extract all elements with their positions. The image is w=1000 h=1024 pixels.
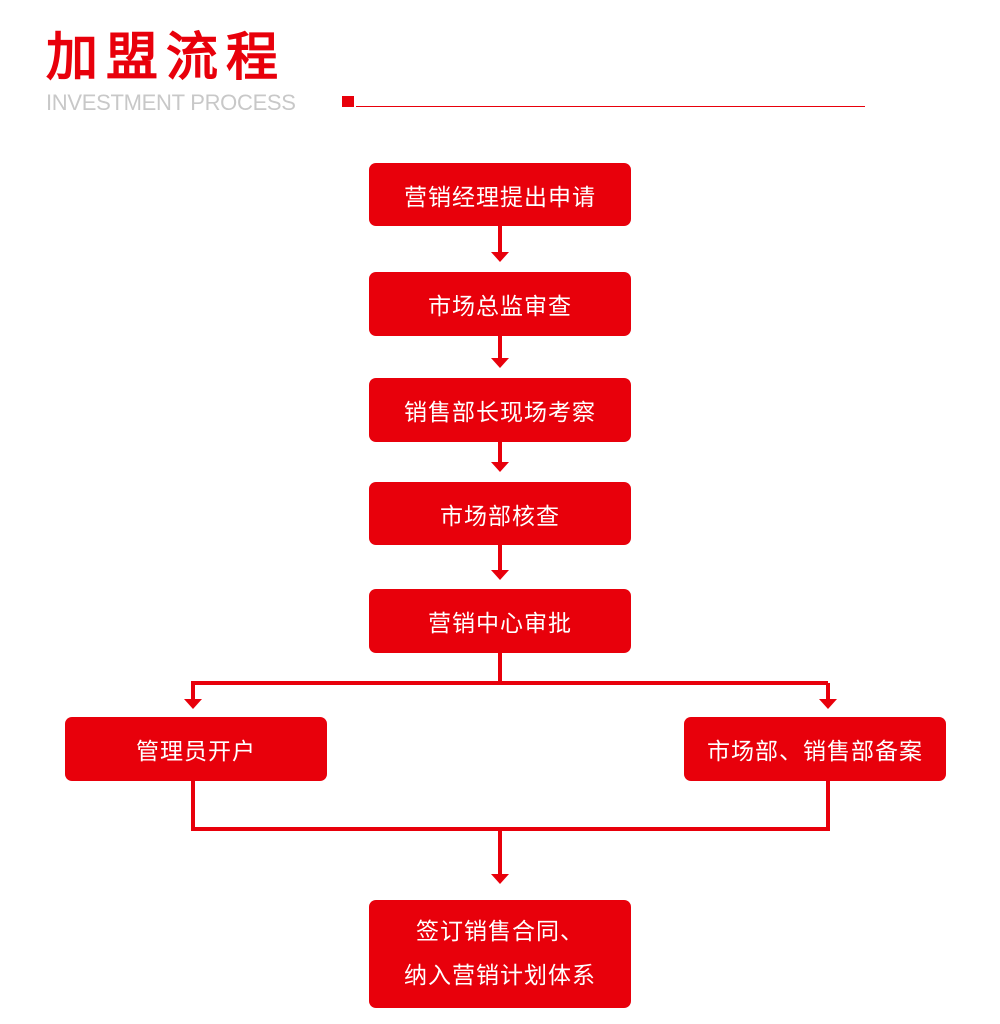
flow-node-step4: 市场部核查 xyxy=(369,482,631,545)
title-divider-line xyxy=(356,106,865,107)
flow-node-step3: 销售部长现场考察 xyxy=(369,378,631,442)
arrowhead-left xyxy=(184,699,202,709)
arrowhead-2 xyxy=(491,358,509,368)
arrowhead-3 xyxy=(491,462,509,472)
flow-node-final: 签订销售合同、 纳入营销计划体系 xyxy=(369,900,631,1008)
title-accent-square xyxy=(342,96,354,107)
arrowhead-right xyxy=(819,699,837,709)
connector-split xyxy=(191,653,502,700)
connector-merge xyxy=(191,781,830,831)
flow-node-final-line2: 纳入营销计划体系 xyxy=(404,963,596,989)
page-title: 加盟流程 xyxy=(46,28,287,88)
flow-node-final-line1: 签订销售合同、 xyxy=(416,919,584,945)
page-subtitle: INVESTMENT PROCESS xyxy=(46,90,296,115)
arrowhead-4 xyxy=(491,570,509,580)
flow-node-branch-left: 管理员开户 xyxy=(65,717,327,781)
flow-node-step5: 营销中心审批 xyxy=(369,589,631,653)
flow-node-branch-right: 市场部、销售部备案 xyxy=(684,717,946,781)
flow-node-step2: 市场总监审查 xyxy=(369,272,631,336)
arrowhead-final xyxy=(491,874,509,884)
arrowhead-1 xyxy=(491,252,509,262)
flow-node-step1: 营销经理提出申请 xyxy=(369,163,631,226)
